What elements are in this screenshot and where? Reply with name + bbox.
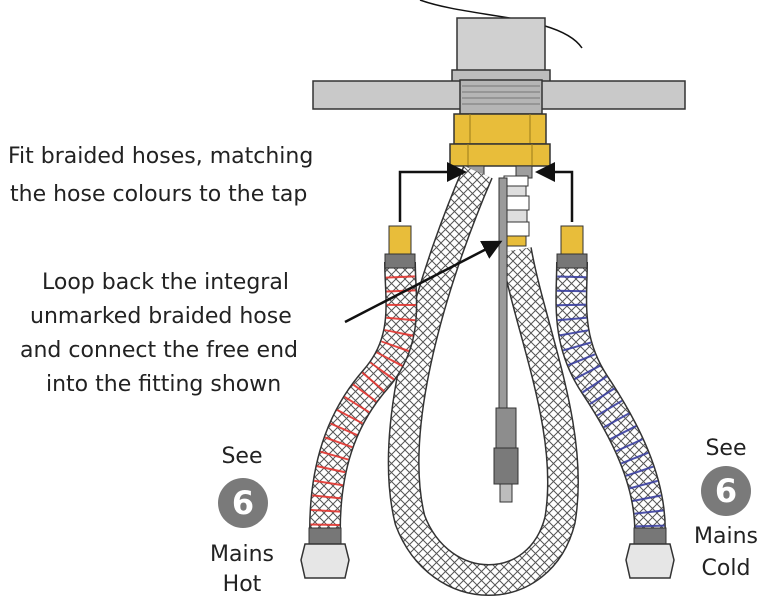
- loop-back-line-3: and connect the free end: [20, 338, 298, 363]
- hot-see-label: See: [221, 444, 263, 469]
- fit-hoses-line-2: the hose colours to the tap: [10, 182, 308, 207]
- hot-supply-hose: [300, 225, 418, 579]
- pull-out-hose: [493, 177, 519, 503]
- hot-mains-label: Mains: [210, 542, 274, 567]
- cold-supply-label: Cold: [701, 556, 751, 581]
- loop-back-line-4: into the fitting shown: [46, 372, 282, 397]
- cold-see-label: See: [705, 436, 747, 461]
- hot-step-badge: 6: [218, 478, 268, 528]
- cold-supply-hose: [555, 225, 675, 579]
- cold-mains-label: Mains: [694, 524, 758, 549]
- cold-step-badge: 6: [701, 466, 751, 516]
- fit-hoses-line-1: Fit braided hoses, matching: [8, 144, 314, 169]
- loop-back-line-1: Loop back the integral: [42, 270, 289, 295]
- loop-back-line-2: unmarked braided hose: [30, 304, 292, 329]
- tap-body: [419, 0, 583, 83]
- tap-shank: [449, 79, 551, 167]
- cold-connection-arrow: [535, 162, 574, 222]
- loop-pointer-arrow: [344, 240, 503, 324]
- hot-connection-arrow: [398, 162, 467, 222]
- hot-supply-label: Hot: [222, 572, 262, 597]
